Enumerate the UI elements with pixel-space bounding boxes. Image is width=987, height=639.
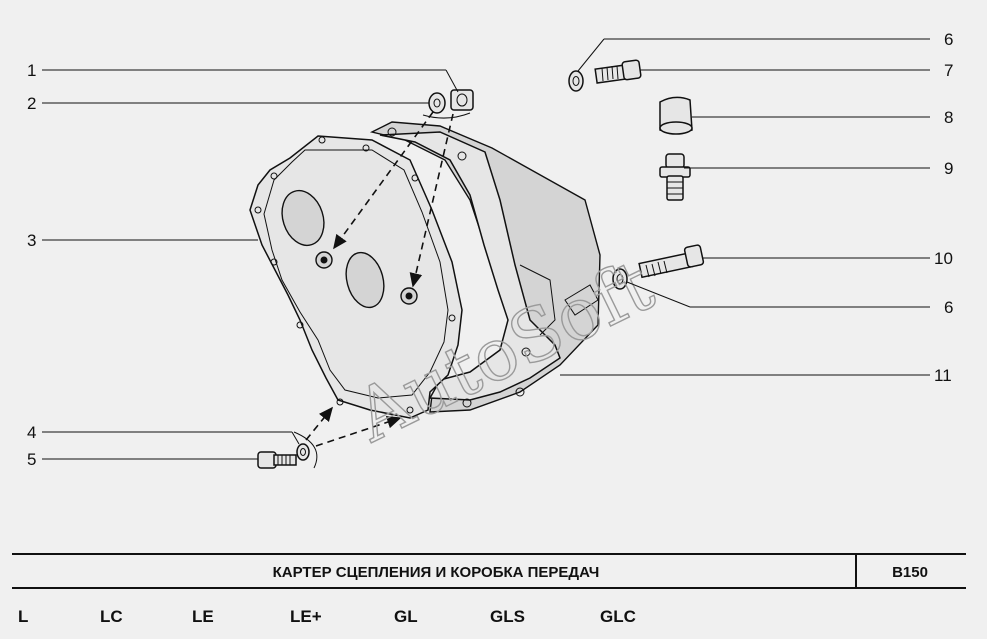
washer-2 xyxy=(428,92,446,114)
washer-4 xyxy=(296,443,310,461)
gearbox-housing xyxy=(369,121,601,413)
trim-le-plus: LE+ xyxy=(290,607,322,626)
callout-4: 4 xyxy=(27,423,36,442)
washer-6-right xyxy=(612,268,628,290)
callout-3: 3 xyxy=(27,231,36,250)
cap-8 xyxy=(659,96,693,135)
callout-6-top: 6 xyxy=(944,30,953,49)
callout-1: 1 xyxy=(27,61,36,80)
trim-lc: LC xyxy=(100,607,123,626)
washer-6-top xyxy=(568,70,584,92)
diagram-code: B150 xyxy=(892,564,928,581)
callout-8: 8 xyxy=(944,108,953,127)
diagram-title: КАРТЕР СЦЕПЛЕНИЯ И КОРОБКА ПЕРЕДАЧ xyxy=(273,564,600,581)
nut-1 xyxy=(450,89,474,111)
footer-bar xyxy=(12,553,966,589)
callout-2: 2 xyxy=(27,94,36,113)
callout-11: 11 xyxy=(934,366,952,385)
leader-lines xyxy=(42,38,930,460)
trim-gls: GLS xyxy=(490,607,525,626)
assembly-arrows xyxy=(305,111,454,447)
trim-le: LE xyxy=(192,607,214,626)
callout-6-right: 6 xyxy=(944,298,953,317)
trim-l: L xyxy=(18,607,28,626)
plug-9 xyxy=(659,153,691,201)
bolt-7 xyxy=(594,59,642,84)
clutch-housing xyxy=(249,135,463,419)
callout-10: 10 xyxy=(934,249,953,268)
bolt-5 xyxy=(257,451,297,469)
callout-5: 5 xyxy=(27,450,36,469)
callout-9: 9 xyxy=(944,159,953,178)
trim-glc: GLC xyxy=(600,607,636,626)
trim-gl: GL xyxy=(394,607,418,626)
bolt-10 xyxy=(638,244,705,279)
callout-7: 7 xyxy=(944,61,953,80)
